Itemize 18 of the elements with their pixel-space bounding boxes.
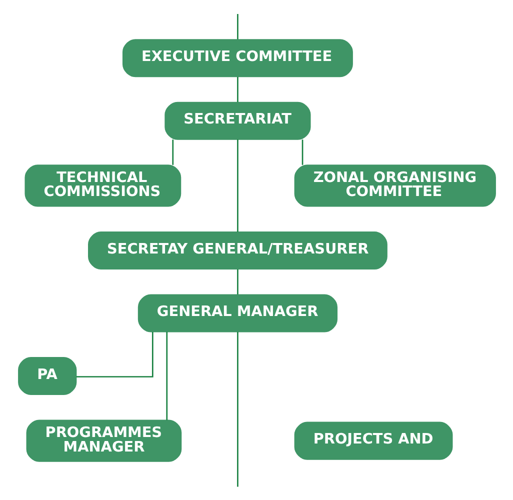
node-box: PROGRAMMES MANAGER (26, 419, 182, 462)
node-box: EXECUTIVE COMMITTEE (122, 38, 352, 77)
connector (236, 268, 238, 294)
node-box: ZONAL ORGANISING COMMITTEE (294, 164, 496, 206)
connector (166, 331, 168, 420)
connector (236, 138, 238, 232)
node-box: GENERAL MANAGER (137, 294, 337, 332)
node-box: SECRETAY GENERAL/TREASURER (88, 230, 387, 270)
connector (76, 331, 153, 377)
connector (301, 139, 303, 164)
node-box: PA (18, 356, 76, 395)
node-box: TECHNICAL COMMISSIONS (24, 164, 181, 206)
connector (236, 14, 238, 39)
node-box: SECRETARIAT (164, 101, 310, 140)
node-box: PROJECTS AND (294, 421, 452, 460)
connector (236, 331, 238, 486)
connector (236, 76, 238, 102)
connector (172, 139, 174, 164)
